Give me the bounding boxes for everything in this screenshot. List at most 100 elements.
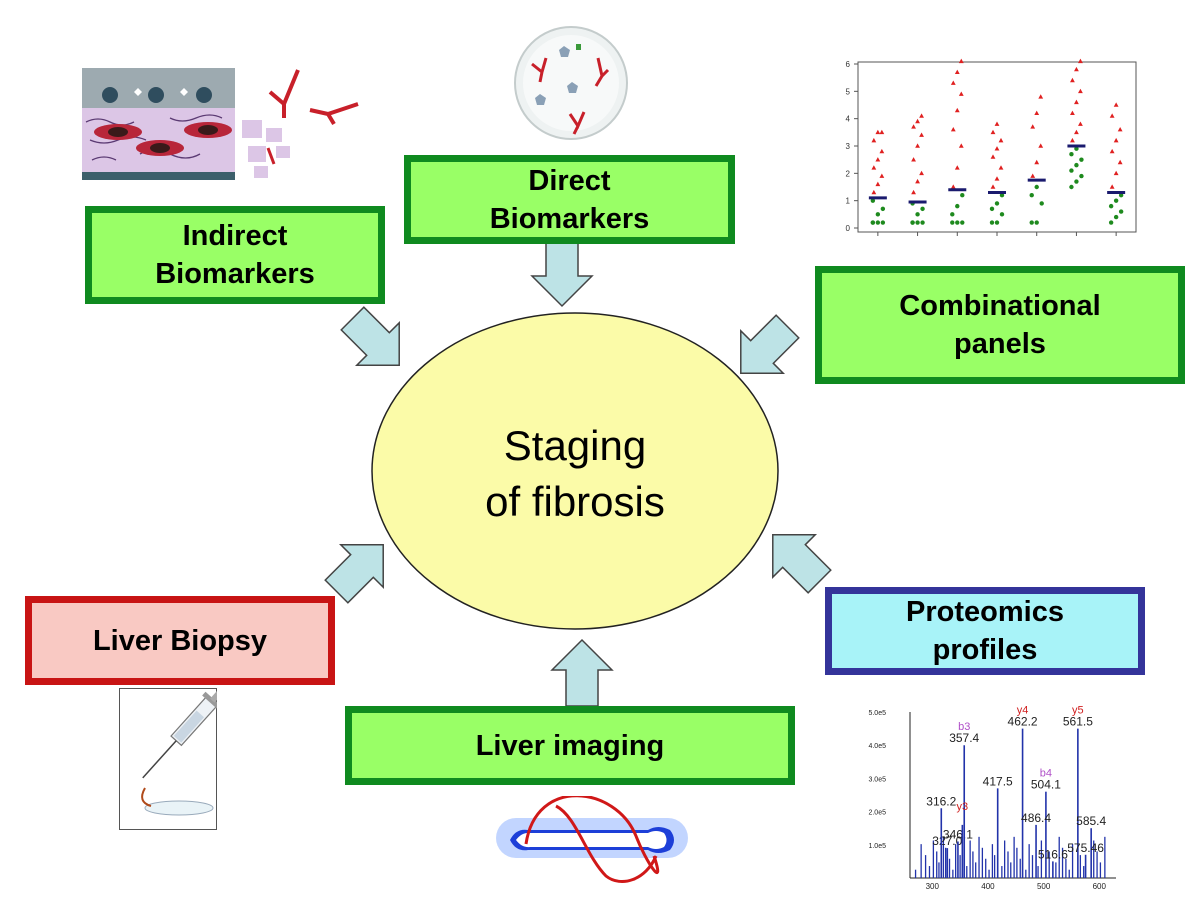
red-point xyxy=(871,189,877,195)
green-point xyxy=(950,212,955,217)
red-point xyxy=(915,118,920,124)
green-point xyxy=(1113,214,1119,220)
arrow-from-imaging xyxy=(551,639,613,707)
green-point xyxy=(870,220,876,225)
peak-label: 346.1 xyxy=(943,827,973,841)
red-point xyxy=(950,127,956,132)
green-point xyxy=(920,220,925,225)
red-point xyxy=(1034,110,1040,115)
peak-label: 561.5 xyxy=(1063,715,1093,729)
peak-label: 417.5 xyxy=(983,774,1013,788)
red-point xyxy=(1117,159,1123,165)
red-point xyxy=(915,178,920,184)
liver-biopsy-box: Liver Biopsy xyxy=(25,596,335,685)
red-point xyxy=(1030,124,1036,129)
green-point xyxy=(960,193,965,198)
red-point xyxy=(954,165,960,170)
green-point xyxy=(1074,162,1079,168)
peak-label: 357.4 xyxy=(949,731,979,745)
x-tick-label: 300 xyxy=(926,882,940,891)
green-point xyxy=(1039,201,1044,206)
combinational-panels-label: Combinational panels xyxy=(899,290,1101,360)
green-point xyxy=(1034,220,1039,225)
red-point xyxy=(875,157,881,162)
red-point xyxy=(1030,173,1036,178)
x-tick-label: 500 xyxy=(1037,882,1051,891)
green-point xyxy=(910,220,915,225)
peak-label: 516.6 xyxy=(1038,847,1068,861)
x-tick-label: 600 xyxy=(1093,882,1107,891)
red-point xyxy=(1074,129,1079,135)
center-node xyxy=(370,311,780,631)
green-point xyxy=(1069,168,1074,173)
red-point xyxy=(919,132,924,137)
y-tick-label: 1 xyxy=(846,197,851,206)
green-point xyxy=(989,206,995,212)
green-point xyxy=(880,220,886,225)
antibody-dish-icon xyxy=(512,24,630,142)
green-point xyxy=(1118,209,1124,214)
arrow-from-direct xyxy=(531,239,593,307)
green-point xyxy=(960,220,965,225)
red-point xyxy=(1109,148,1115,154)
green-point xyxy=(955,203,960,209)
center-label: Staging of fibrosis xyxy=(485,422,665,525)
direct-biomarkers-box: Direct Biomarkers xyxy=(404,155,735,244)
body-scan-icon xyxy=(496,794,688,884)
red-point xyxy=(1074,66,1079,72)
red-point xyxy=(915,143,920,148)
peak-label: 486.4 xyxy=(1021,811,1051,825)
y-tick-label: 1.0e5 xyxy=(868,843,886,850)
liver-imaging-label: Liver imaging xyxy=(475,729,665,762)
red-point xyxy=(1109,184,1115,189)
y-tick-label: 4.0e5 xyxy=(868,743,886,750)
red-point xyxy=(919,170,924,176)
y-tick-label: 2.0e5 xyxy=(868,810,886,817)
red-point xyxy=(958,91,964,96)
green-point xyxy=(1079,173,1084,179)
red-point xyxy=(1078,88,1083,94)
syringe-icon xyxy=(119,688,224,830)
y-tick-label: 5.0e5 xyxy=(868,710,886,717)
green-point xyxy=(1069,184,1074,190)
ion-label: b3 xyxy=(958,721,970,733)
red-point xyxy=(911,189,916,195)
peak-label: 462.2 xyxy=(1008,715,1038,729)
ion-label: y4 xyxy=(1017,705,1029,717)
green-point xyxy=(1108,203,1114,209)
red-point xyxy=(1109,113,1115,118)
red-point xyxy=(1038,143,1044,148)
red-point xyxy=(871,137,877,143)
red-point xyxy=(1074,99,1079,105)
green-point xyxy=(994,201,1000,206)
peak-label: 316.2 xyxy=(926,794,956,808)
green-point xyxy=(1074,179,1079,184)
red-point xyxy=(1113,137,1119,143)
red-point xyxy=(1070,110,1075,115)
red-point xyxy=(958,143,964,148)
green-point xyxy=(1118,193,1124,198)
y-tick-label: 3.0e5 xyxy=(868,776,886,783)
red-point xyxy=(990,129,996,135)
liver-biopsy-label: Liver Biopsy xyxy=(92,624,268,657)
red-point xyxy=(954,69,960,74)
green-point xyxy=(1079,157,1084,162)
red-point xyxy=(1078,58,1083,64)
green-point xyxy=(1029,193,1034,198)
red-point xyxy=(950,184,956,189)
red-point xyxy=(1070,77,1075,83)
y-tick-label: 0 xyxy=(846,224,851,233)
red-point xyxy=(950,80,956,85)
y-tick-label: 2 xyxy=(846,169,851,178)
green-point xyxy=(880,206,886,212)
y-tick-label: 4 xyxy=(846,115,851,124)
ion-label: y5 xyxy=(1072,705,1084,717)
peak-label: 575.46 xyxy=(1067,841,1104,855)
y-tick-label: 5 xyxy=(846,87,851,96)
green-point xyxy=(999,212,1005,217)
indirect-biomarkers-label: Indirect Biomarkers xyxy=(155,220,315,290)
red-point xyxy=(875,129,881,135)
green-point xyxy=(875,212,881,217)
